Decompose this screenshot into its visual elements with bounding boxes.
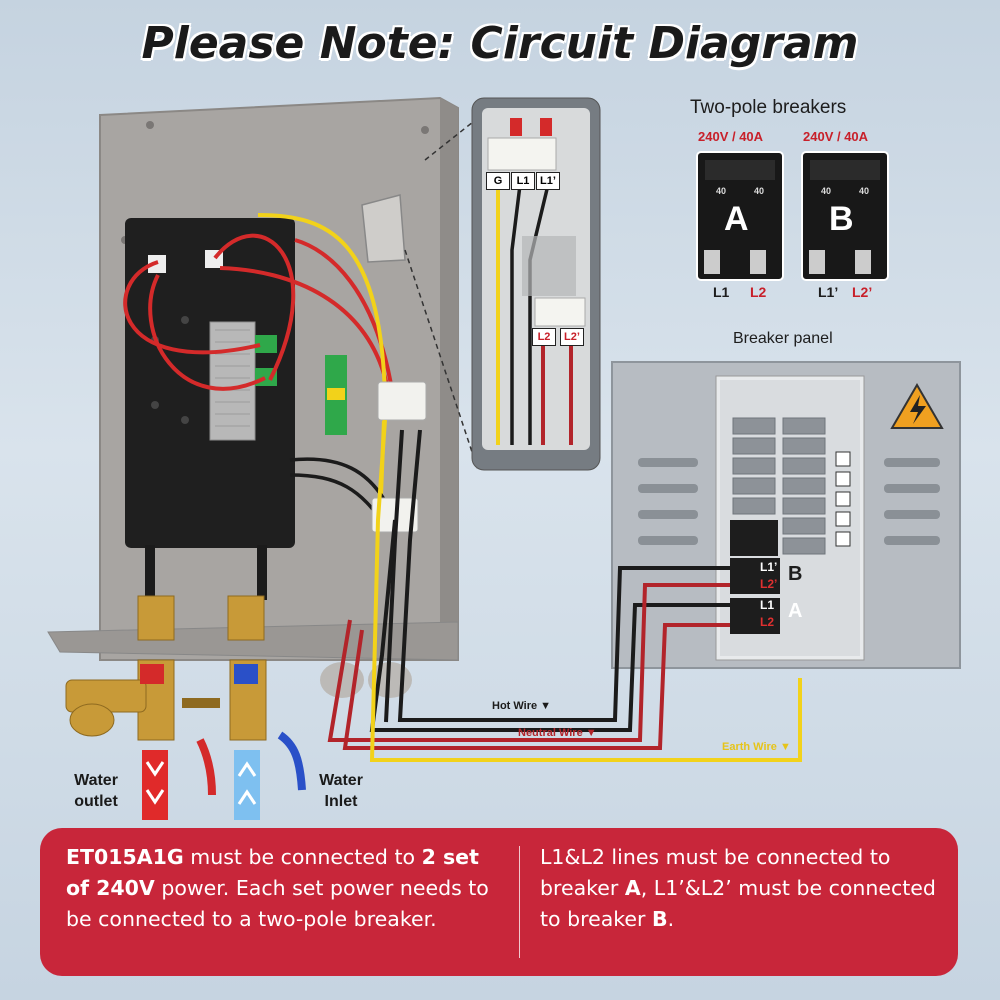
terminal-label-l1-prime: L1’ [536, 172, 560, 190]
inlet-valve [229, 659, 306, 791]
breaker-a-icon [696, 151, 784, 281]
breaker-panel-title: Breaker panel [733, 330, 833, 347]
breaker-panel [611, 361, 961, 669]
breaker-b-rating: 240V / 40A [803, 129, 869, 144]
breaker-a-right-line: L2 [750, 284, 767, 300]
note-right-part-2: , L1’&L2’ must be connected to breaker [540, 876, 936, 931]
note-right-breaker-a: A [624, 876, 641, 900]
water-outlet-label: Water outlet [60, 770, 132, 812]
terminal-label-l2: L2 [532, 328, 556, 346]
panel-b-letter: B [788, 563, 803, 585]
breaker-b-icon [801, 151, 889, 281]
water-inlet-arrow-icon [234, 750, 260, 820]
breaker-a-amp-mark-left: 40 [716, 186, 727, 196]
panel-a-line-2: L2 [760, 615, 775, 629]
water-inlet-line-1: Water [319, 772, 363, 789]
breakers-title: Two-pole breakers [690, 97, 847, 118]
note-right-breaker-b: B [651, 907, 668, 931]
breaker-b-amp-mark-right: 40 [859, 186, 870, 196]
note-right-part-3: . [667, 907, 675, 931]
water-inlet-line-2: Inlet [324, 793, 358, 810]
water-inlet-label: Water Inlet [308, 770, 374, 812]
breaker-b-left-line: L1’ [818, 284, 839, 300]
water-outlet-line-1: Water [74, 772, 118, 789]
breaker-b-right-line: L2’ [852, 284, 873, 300]
outlet-valve [65, 659, 220, 796]
hot-wire-label: Hot Wire ▼ [492, 700, 552, 712]
page-title: Please Note: Circuit Diagram [141, 18, 859, 69]
terminal-label-l1: L1 [511, 172, 535, 190]
note-left-part-1: must be connected to [183, 845, 422, 869]
note-left-part-2: power. Each set power needs to be connec… [66, 876, 489, 931]
neutral-wire-label: Neutral Wire ▼ [518, 727, 597, 739]
panel-b-line-1: L1’ [760, 560, 778, 574]
breaker-b-amp-mark-left: 40 [821, 186, 832, 196]
breaker-a-amp-mark-right: 40 [754, 186, 765, 196]
panel-a-letter: A [788, 600, 803, 622]
note-right-part-1: L1&L2 lines must be connected to breaker [540, 845, 891, 900]
model-number: ET015A1G [66, 845, 184, 869]
water-outlet-arrow-icon [142, 750, 168, 820]
terminal-block-top [377, 381, 427, 421]
internal-red-wires [123, 233, 394, 391]
terminal-label-l2-prime: L2’ [560, 328, 584, 346]
breaker-a-left-line: L1 [713, 284, 730, 300]
water-outlet-line-2: outlet [74, 793, 118, 810]
panel-a-line-1: L1 [760, 598, 775, 612]
terminal-zoom-inset [471, 97, 601, 471]
note-divider [519, 846, 520, 958]
terminal-label-g: G [486, 172, 510, 190]
note-left-power-sets: 2 set of 240V [66, 845, 479, 900]
note-box [40, 828, 958, 976]
earth-wire-label: Earth Wire ▼ [722, 741, 791, 753]
note-left-text: ET015A1G must be connected to 2 set of 2… [66, 842, 506, 935]
breaker-a-letter: A [724, 200, 749, 238]
panel-b-line-2: L2’ [760, 577, 778, 591]
breaker-b-letter: B [829, 200, 854, 238]
breaker-a-rating: 240V / 40A [698, 129, 764, 144]
external-wires [327, 419, 802, 762]
note-right-text: L1&L2 lines must be connected to breaker… [540, 842, 940, 935]
